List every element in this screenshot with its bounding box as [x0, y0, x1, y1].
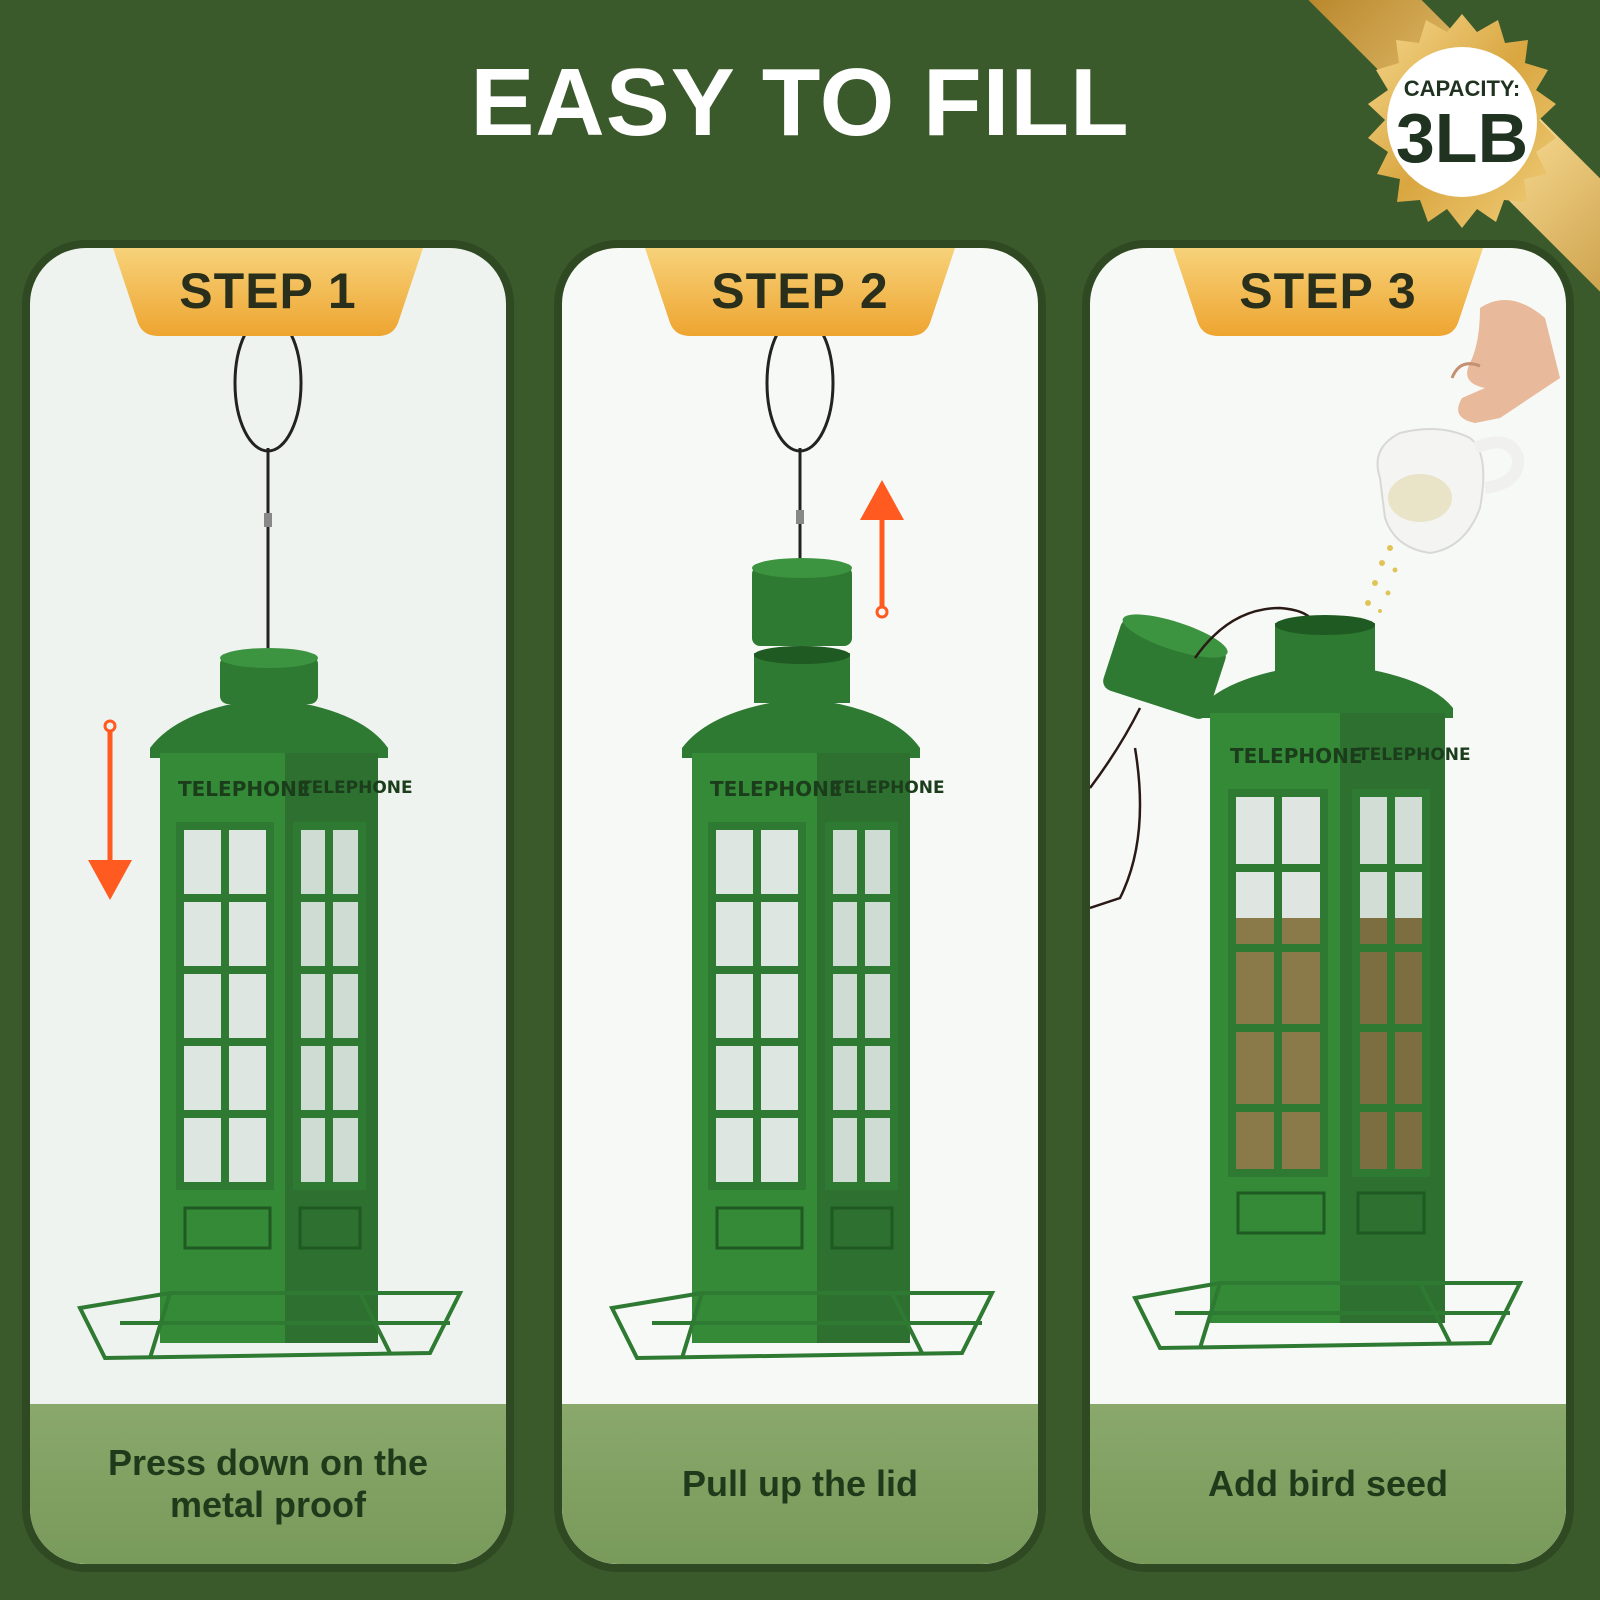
step-tab-1: STEP 1: [113, 248, 423, 338]
step-caption: Press down on the metal proof: [107, 1442, 429, 1525]
scoop-icon: [1376, 428, 1525, 555]
caption-area: Press down on the metal proof: [30, 1404, 506, 1564]
svg-text:TELEPHONE: TELEPHONE: [832, 778, 945, 798]
svg-text:TELEPHONE: TELEPHONE: [300, 778, 413, 798]
step-label: STEP 2: [711, 263, 889, 319]
hand-icon: [1450, 300, 1560, 423]
step-caption: Add bird seed: [1207, 1463, 1449, 1504]
caption-area: Pull up the lid: [562, 1404, 1038, 1564]
feeder-lid-lifted-illustration: TELEPHONE TELEPHONE: [609, 313, 996, 1361]
svg-text:TELEPHONE: TELEPHONE: [710, 777, 843, 801]
step-label: STEP 1: [179, 263, 357, 319]
step-tab-shape: [113, 248, 423, 336]
badge-value: 3LB: [1395, 99, 1529, 177]
page-title: EASY TO FILL: [470, 49, 1130, 156]
step-label: STEP 3: [1239, 263, 1417, 319]
step-tab-shape: [1173, 248, 1483, 336]
caption-area: Add bird seed: [1090, 1404, 1566, 1564]
svg-text:TELEPHONE: TELEPHONE: [178, 777, 311, 801]
feeder-closed-illustration: TELEPHONE TELEPHONE: [77, 313, 464, 1361]
feeder-filling-illustration: TELEPHONE TELEPHONE: [1090, 300, 1560, 1351]
step-card-1: TELEPHONE TELEPHONE: [22, 240, 514, 1572]
arrow-down-icon: [88, 719, 132, 900]
step-card-3: TELEPHONE TELEPHONE: [1082, 240, 1574, 1572]
step-caption: Pull up the lid: [682, 1463, 918, 1504]
step-tab-2: STEP 2: [645, 248, 955, 338]
svg-text:TELEPHONE: TELEPHONE: [1230, 744, 1363, 768]
badge-label: CAPACITY:: [1403, 76, 1521, 101]
capacity-badge: CAPACITY: 3LB: [1352, 12, 1572, 232]
step-card-2: TELEPHONE TELEPHONE: [554, 240, 1046, 1572]
step-tab-3: STEP 3: [1173, 248, 1483, 338]
step-tab-shape: [645, 248, 955, 336]
badge-center: CAPACITY: 3LB: [1387, 47, 1537, 197]
arrow-up-icon: [860, 480, 904, 619]
svg-text:TELEPHONE: TELEPHONE: [1358, 745, 1471, 765]
